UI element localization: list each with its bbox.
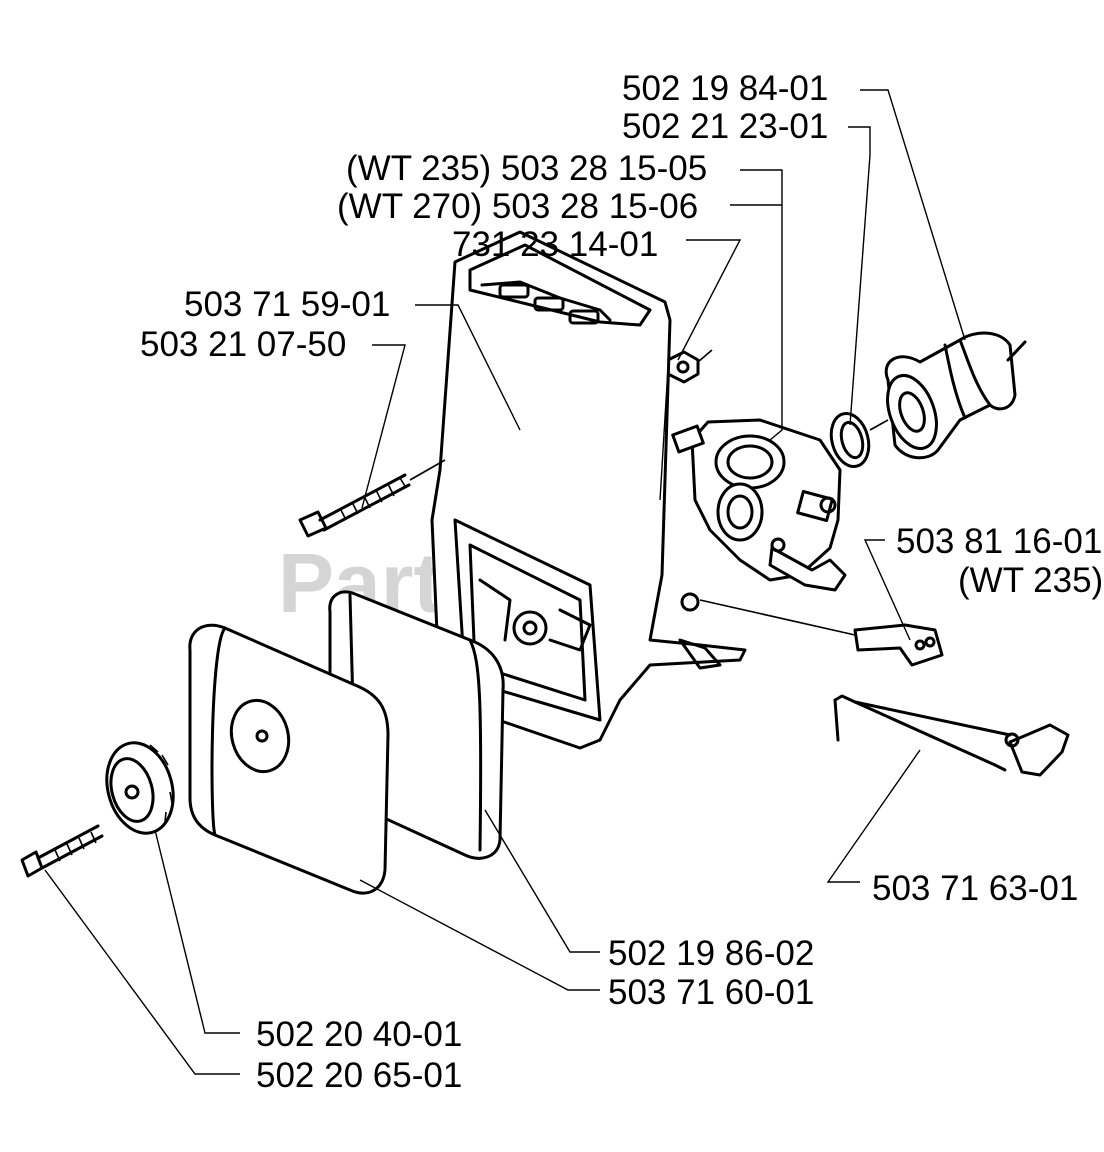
callout-503-71-63-01: 503 71 63-01 (872, 869, 1078, 908)
callout-502-21-23-01: 502 21 23-01 (622, 107, 828, 146)
callout-503-71-59-01: 503 71 59-01 (184, 285, 390, 324)
long-screw (298, 459, 446, 538)
nut (666, 349, 713, 384)
short-screw (20, 824, 104, 878)
gasket-ring (829, 412, 889, 468)
intake-elbow (884, 331, 1027, 460)
callout-502-19-84-01: 502 19 84-01 (622, 69, 828, 108)
callout-503-71-60-01: 503 71 60-01 (608, 973, 814, 1012)
callout-wt235: (WT 235) (958, 561, 1103, 600)
callout-502-19-86-02: 502 19 86-02 (608, 934, 814, 973)
callout-wt235-503-28-15-05: (WT 235) 503 28 15-05 (346, 149, 707, 188)
filter-cover (188, 623, 390, 895)
choke-rod (833, 694, 1070, 777)
callout-502-20-65-01: 502 20 65-01 (256, 1056, 462, 1095)
callout-503-21-07-50: 503 21 07-50 (140, 325, 346, 364)
carburetor (671, 418, 847, 592)
filter-base (430, 230, 747, 750)
callout-731-23-14-01: 731 23 14-01 (452, 225, 658, 264)
filter-knob (105, 741, 175, 835)
callout-502-20-40-01: 502 20 40-01 (256, 1015, 462, 1054)
callout-wt270-503-28-15-06: (WT 270) 503 28 15-06 (337, 187, 698, 226)
callout-503-81-16-01: 503 81 16-01 (896, 522, 1102, 561)
link-bracket (699, 599, 944, 667)
leader-lines (44, 89, 966, 1075)
